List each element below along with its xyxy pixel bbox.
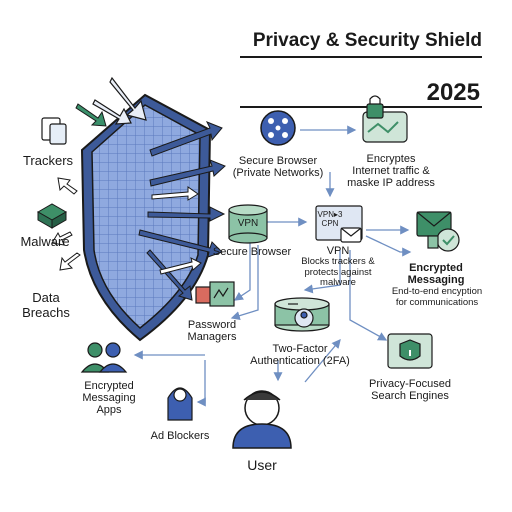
privacy-search-label: Privacy-Focused Search Engines bbox=[369, 378, 451, 402]
attack-arrows-icon bbox=[92, 76, 147, 125]
vpn-cylinder-icon bbox=[228, 204, 268, 244]
people-icon bbox=[80, 342, 128, 373]
threat-malware: Malware bbox=[15, 234, 75, 249]
threat-trackers: Trackers bbox=[18, 153, 78, 168]
threat-data-breaches: Data Breachs bbox=[16, 290, 76, 320]
malware-icon bbox=[36, 203, 68, 229]
encrypted-messaging-apps-label: Encrypted Messaging Apps bbox=[82, 380, 136, 416]
two-factor-icon bbox=[274, 297, 330, 332]
shield-icon bbox=[80, 93, 212, 342]
deflected-arrows-icon bbox=[138, 121, 226, 301]
secure-browser-mid-label: Secure Browser bbox=[212, 246, 292, 258]
threat-trackers-label: Trackers bbox=[22, 153, 74, 168]
year-label: 2025 bbox=[426, 79, 480, 106]
year-underline bbox=[240, 106, 482, 108]
user-label: User bbox=[247, 457, 277, 473]
encrypted-messaging-icon bbox=[416, 211, 460, 252]
vpn-badge: VPN bbox=[237, 218, 259, 229]
vpn-title: VPN bbox=[326, 245, 350, 257]
vpn-device-icon bbox=[315, 205, 363, 243]
vpn-description: Blocks trackers & protects against malwa… bbox=[301, 256, 375, 288]
ad-blockers-label: Ad Blockers bbox=[150, 430, 210, 442]
password-managers-label: Password Managers bbox=[187, 319, 237, 343]
encrypted-messaging-description: End-to-end encyption for communications bbox=[391, 286, 483, 308]
ad-blocker-person-icon bbox=[167, 387, 193, 421]
title-underline bbox=[240, 56, 482, 58]
threat-malware-label: Malware bbox=[20, 234, 70, 249]
encrypted-traffic-icon bbox=[362, 95, 408, 143]
light-arrows-icon bbox=[151, 186, 202, 275]
vpn-screen-text: VPN▸3 CPN bbox=[317, 210, 343, 228]
secure-browser-top-label: Secure Browser (Private Networks) bbox=[232, 155, 324, 179]
page-title: Privacy & Security Shield bbox=[252, 30, 482, 51]
encrypts-label: Encryptes Internet traffic & maske IP ad… bbox=[347, 153, 435, 189]
user-avatar-icon bbox=[232, 390, 292, 449]
threat-deflect-arrows-icon bbox=[51, 177, 81, 271]
encrypted-messaging-title: Encrypted Messaging bbox=[407, 262, 465, 286]
two-factor-label: Two-Factor Authentication (2FA) bbox=[250, 343, 350, 367]
browser-network-icon bbox=[260, 110, 296, 146]
password-manager-icon bbox=[195, 281, 235, 307]
threat-data-breaches-label: Data Breachs bbox=[22, 290, 70, 320]
tracker-icon bbox=[41, 117, 67, 145]
privacy-search-icon bbox=[387, 333, 433, 369]
green-arrow-icon bbox=[75, 103, 107, 127]
